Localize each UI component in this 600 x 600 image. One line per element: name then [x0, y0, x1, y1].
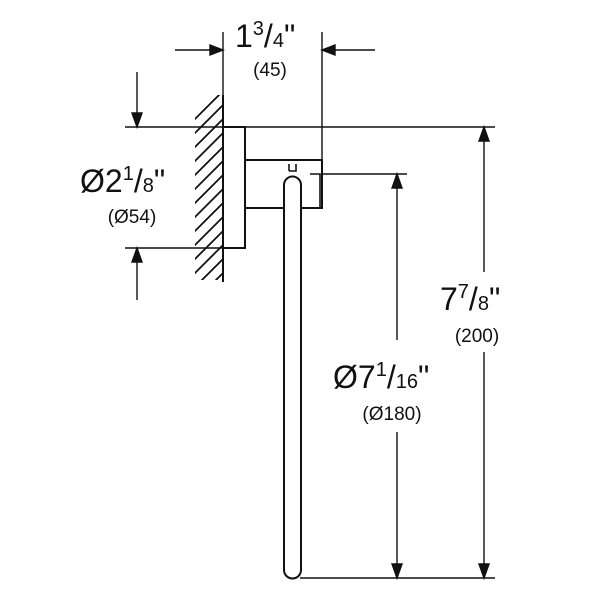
ring-diameter-label: Ø71/16": [333, 359, 429, 395]
depth-metric: (45): [253, 60, 287, 81]
arm-cap: [310, 173, 321, 207]
wall-hatching: [195, 95, 223, 280]
ring-collar: [288, 164, 297, 172]
base-diameter-dimension: [131, 72, 143, 300]
base-diameter-label: Ø21/8": [80, 163, 165, 199]
ring-diameter-dimension: [391, 171, 403, 581]
base-diameter-metric: (Ø54): [108, 207, 157, 228]
mounting-plate: [222, 126, 246, 249]
towel-ring: [283, 175, 302, 580]
depth-label: 13/4": [235, 18, 295, 54]
height-label: 77/8": [440, 281, 500, 317]
depth-dimension: [175, 43, 375, 57]
ring-diameter-metric: (Ø180): [362, 404, 421, 425]
height-dimension: [478, 124, 490, 581]
height-metric: (200): [455, 326, 499, 347]
